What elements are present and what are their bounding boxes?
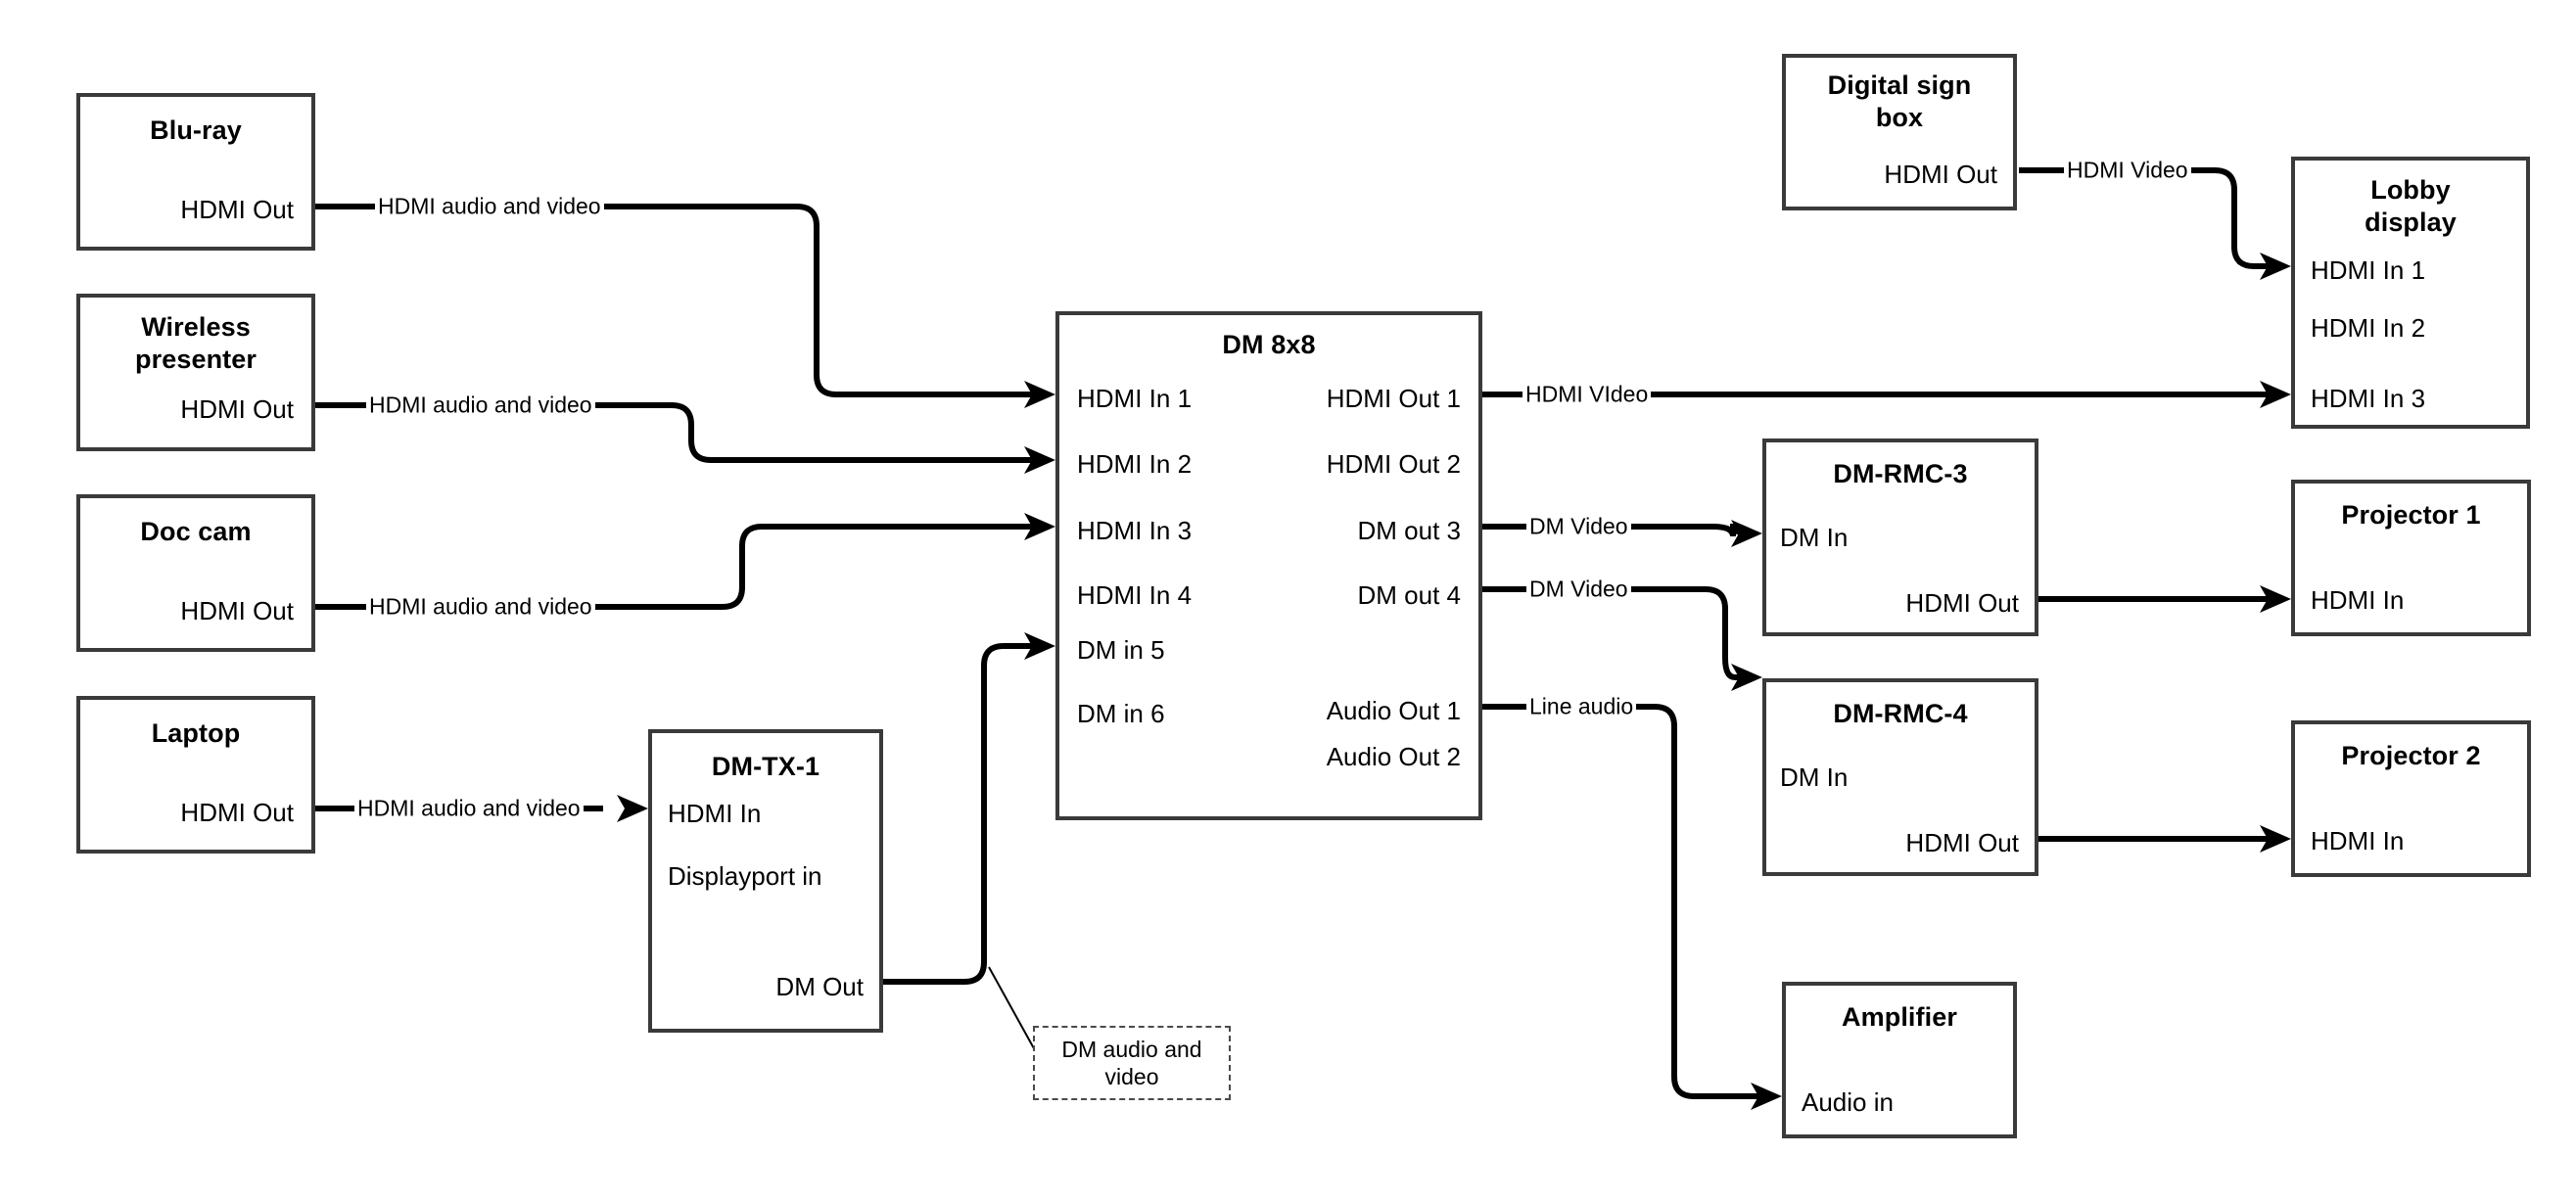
node-dm-tx-1-title: DM-TX-1: [711, 752, 820, 781]
node-dm-8x8-port-dm-out-3: DM out 3: [1357, 516, 1462, 545]
node-dm-rmc-4-port-dm-in: DM In: [1780, 762, 1849, 792]
node-lobby-display-title-line2: display: [2365, 208, 2457, 237]
edge-label-dm-out4-to-rmc4: DM Video: [1526, 576, 1631, 603]
node-dm-8x8-port-hdmi-in-4: HDMI In 4: [1077, 580, 1193, 610]
node-doc-cam[interactable]: Doc cam HDMI Out: [76, 494, 315, 652]
node-dm-rmc-3-port-dm-in: DM In: [1780, 523, 1849, 552]
node-projector-2-title: Projector 2: [2341, 741, 2481, 770]
node-lobby-display-port-hdmi-in-1: HDMI In 1: [2311, 255, 2426, 285]
edge-label-sign-to-lobby: HDMI Video: [2064, 157, 2191, 184]
node-dm-8x8-port-hdmi-out-1: HDMI Out 1: [1326, 384, 1461, 413]
node-projector-1-port-hdmi-in: HDMI In: [2311, 585, 2405, 615]
edge-label-laptop-to-dmtx: HDMI audio and video: [354, 795, 584, 822]
node-wireless-presenter[interactable]: Wireless presenter HDMI Out: [76, 294, 315, 451]
node-dm-8x8-port-audio-out-2: Audio Out 2: [1326, 742, 1461, 771]
node-wireless-presenter-port-hdmi-out: HDMI Out: [180, 394, 294, 424]
node-laptop[interactable]: Laptop HDMI Out: [76, 696, 315, 854]
node-amplifier-port-audio-in: Audio in: [1802, 1087, 1894, 1117]
node-bluray-port-hdmi-out: HDMI Out: [180, 195, 294, 224]
node-dm-rmc-3[interactable]: DM-RMC-3 DM In HDMI Out: [1762, 439, 2038, 636]
node-digital-sign-box-port-hdmi-out: HDMI Out: [1884, 160, 1997, 189]
node-bluray[interactable]: Blu-ray HDMI Out: [76, 93, 315, 251]
node-amplifier-title: Amplifier: [1842, 1002, 1957, 1032]
node-projector-2-port-hdmi-in: HDMI In: [2311, 826, 2405, 855]
node-dm-8x8-port-dm-out-4: DM out 4: [1357, 580, 1462, 610]
node-dm-8x8-port-dm-in-5: DM in 5: [1077, 635, 1165, 665]
node-dm-8x8-port-hdmi-in-2: HDMI In 2: [1077, 449, 1193, 479]
node-wireless-presenter-title-line2: presenter: [135, 345, 257, 374]
node-dm-tx-1-port-displayport-in: Displayport in: [668, 861, 822, 891]
node-digital-sign-box-title-line2: box: [1875, 103, 1924, 132]
node-dm-rmc-4-port-hdmi-out: HDMI Out: [1905, 828, 2019, 857]
node-doc-cam-port-hdmi-out: HDMI Out: [180, 596, 294, 625]
node-projector-1[interactable]: Projector 1 HDMI In: [2291, 480, 2531, 636]
node-dm-8x8[interactable]: DM 8x8 HDMI In 1 HDMI In 2 HDMI In 3 HDM…: [1055, 311, 1482, 820]
node-dm-8x8-port-hdmi-in-1: HDMI In 1: [1077, 384, 1193, 413]
node-bluray-title: Blu-ray: [150, 115, 242, 145]
node-lobby-display-title-line1: Lobby: [2370, 175, 2451, 205]
node-dm-8x8-port-hdmi-out-2: HDMI Out 2: [1326, 449, 1461, 479]
node-projector-1-title: Projector 1: [2341, 500, 2481, 530]
node-dm-8x8-port-dm-in-6: DM in 6: [1077, 699, 1165, 728]
node-digital-sign-box[interactable]: Digital sign box HDMI Out: [1782, 54, 2017, 210]
node-dm-8x8-port-hdmi-in-3: HDMI In 3: [1077, 516, 1193, 545]
node-projector-2[interactable]: Projector 2 HDMI In: [2291, 720, 2531, 877]
node-dm-rmc-3-title: DM-RMC-3: [1833, 459, 1968, 488]
node-dm-tx-1[interactable]: DM-TX-1 HDMI In Displayport in DM Out: [648, 729, 883, 1033]
node-dm-8x8-port-audio-out-1: Audio Out 1: [1326, 696, 1461, 725]
node-laptop-title: Laptop: [151, 718, 241, 748]
node-dm-rmc-4[interactable]: DM-RMC-4 DM In HDMI Out: [1762, 678, 2038, 876]
edge-label-dm-out3-to-rmc3: DM Video: [1526, 513, 1631, 540]
node-dm-tx-1-port-dm-out: DM Out: [775, 972, 864, 1001]
node-digital-sign-box-title-line1: Digital sign: [1827, 70, 1972, 100]
node-lobby-display-port-hdmi-in-2: HDMI In 2: [2311, 313, 2426, 343]
node-dm-tx-1-port-hdmi-in: HDMI In: [668, 799, 762, 828]
node-amplifier[interactable]: Amplifier Audio in: [1782, 982, 2017, 1138]
node-wireless-presenter-title-line1: Wireless: [141, 312, 251, 342]
node-dm-8x8-title: DM 8x8: [1222, 330, 1316, 359]
edge-label-doccam-to-dm: HDMI audio and video: [366, 593, 595, 621]
edge-label-wireless-to-dm: HDMI audio and video: [366, 392, 595, 419]
node-dm-rmc-3-port-hdmi-out: HDMI Out: [1905, 588, 2019, 618]
node-doc-cam-title: Doc cam: [140, 517, 252, 546]
node-lobby-display[interactable]: Lobby display HDMI In 1 HDMI In 2 HDMI I…: [2291, 157, 2530, 429]
note-dm-audio-and-video: DM audio and video: [1033, 1026, 1231, 1100]
edge-label-dm-out1-to-lobby: HDMI VIdeo: [1522, 381, 1652, 408]
node-dm-rmc-4-title: DM-RMC-4: [1833, 699, 1968, 728]
node-laptop-port-hdmi-out: HDMI Out: [180, 798, 294, 827]
edge-label-dm-audio1-to-amp: Line audio: [1526, 693, 1637, 720]
node-lobby-display-port-hdmi-in-3: HDMI In 3: [2311, 384, 2426, 413]
edge-label-bluray-to-dm: HDMI audio and video: [375, 193, 604, 220]
